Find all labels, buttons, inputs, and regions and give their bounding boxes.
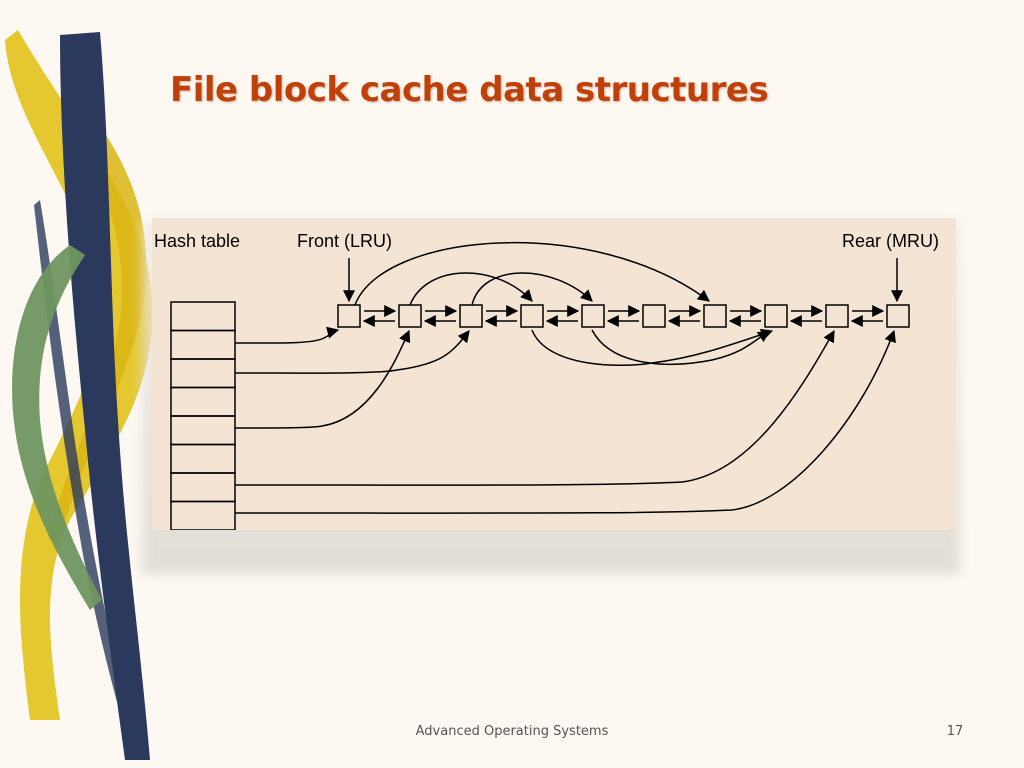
hash-table-slot	[170, 500, 236, 530]
hash-chain-curve	[234, 326, 340, 344]
navy-brush-thin	[34, 200, 140, 760]
cache-block	[825, 304, 849, 328]
rear-mru-label: Rear (MRU)	[842, 231, 939, 251]
slide-title: File block cache data structures	[170, 70, 769, 110]
lru-block-list	[337, 304, 910, 328]
hash-chain-curve	[234, 330, 470, 374]
hash-chain-curve	[234, 329, 835, 486]
hash-chain-curves	[234, 241, 896, 514]
hash-chain-curve	[234, 329, 411, 429]
slide-page-number: 17	[946, 724, 964, 739]
hash-table	[170, 301, 236, 530]
decorative-brush-strokes	[5, 30, 153, 760]
green-brush-stroke	[12, 245, 102, 610]
cache-block	[337, 304, 361, 328]
cache-block	[459, 304, 483, 328]
hash-chain-curve	[591, 329, 770, 365]
hash-chain-curve	[354, 241, 710, 306]
hash-chain-curve	[409, 272, 533, 306]
cache-block	[642, 304, 666, 328]
cache-block	[520, 304, 544, 328]
cache-block	[703, 304, 727, 328]
front-lru-label: Front (LRU)	[297, 231, 392, 251]
footer-course-name: Advanced Operating Systems	[415, 724, 609, 739]
cache-diagram: Hash table Front (LRU) Rear (MRU)	[152, 218, 956, 530]
cache-block	[581, 304, 605, 328]
cache-block	[764, 304, 788, 328]
hash-chain-curve	[471, 272, 593, 306]
yellow-brush-stroke-2	[48, 100, 147, 540]
hash-table-label: Hash table	[154, 231, 240, 251]
navy-brush-stroke	[60, 32, 150, 760]
cache-block	[886, 304, 910, 328]
hash-chain-curve	[234, 329, 896, 514]
